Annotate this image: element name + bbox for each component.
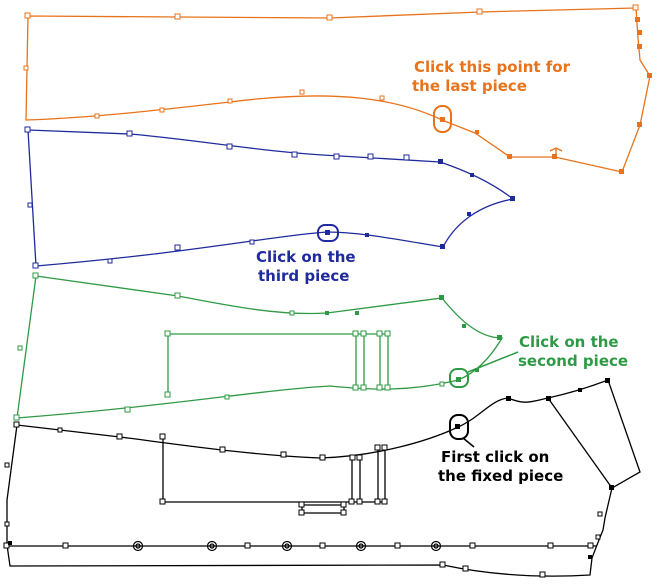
black-piece-solid-points xyxy=(8,378,614,559)
callout-last-piece-line1: Click this point for xyxy=(414,58,571,76)
green-piece-points xyxy=(13,272,445,421)
orange-pattern-piece[interactable] xyxy=(25,7,651,173)
green-pattern-piece[interactable] xyxy=(16,275,504,419)
black-click-highlight[interactable] xyxy=(449,414,469,440)
green-click-highlight[interactable] xyxy=(449,368,469,388)
callout-fixed-piece-line2: the fixed piece xyxy=(438,467,563,485)
blue-click-highlight[interactable] xyxy=(317,224,339,242)
callout-last-piece: Click this point for the last piece xyxy=(412,58,575,95)
callout-fixed-piece: First click on the fixed piece xyxy=(438,448,563,485)
blue-piece-points xyxy=(24,126,410,269)
black-piece-buttonholes xyxy=(132,540,442,552)
callout-second-piece-line1: Click on the xyxy=(519,333,619,351)
orange-click-highlight[interactable] xyxy=(433,105,452,133)
green-callout-leader xyxy=(467,351,519,373)
green-piece-solid-points xyxy=(325,295,502,382)
blue-pattern-piece[interactable] xyxy=(27,129,515,267)
callout-third-piece-line2: third piece xyxy=(258,267,349,285)
black-callout-leader xyxy=(462,437,475,448)
orange-piece-solid-points xyxy=(440,17,652,174)
black-pattern-piece[interactable] xyxy=(6,379,641,577)
callout-last-piece-line2: the last piece xyxy=(412,77,527,95)
callout-second-piece-line2: second piece xyxy=(518,352,628,370)
blue-piece-solid-points xyxy=(325,159,515,249)
callout-second-piece: Click on the second piece xyxy=(518,333,628,370)
callout-third-piece-line1: Click on the xyxy=(256,248,356,266)
callout-fixed-piece-line1: First click on xyxy=(441,448,549,466)
callout-third-piece: Click on the third piece xyxy=(256,248,361,285)
black-piece-points xyxy=(3,421,603,578)
orange-piece-points xyxy=(23,4,639,119)
